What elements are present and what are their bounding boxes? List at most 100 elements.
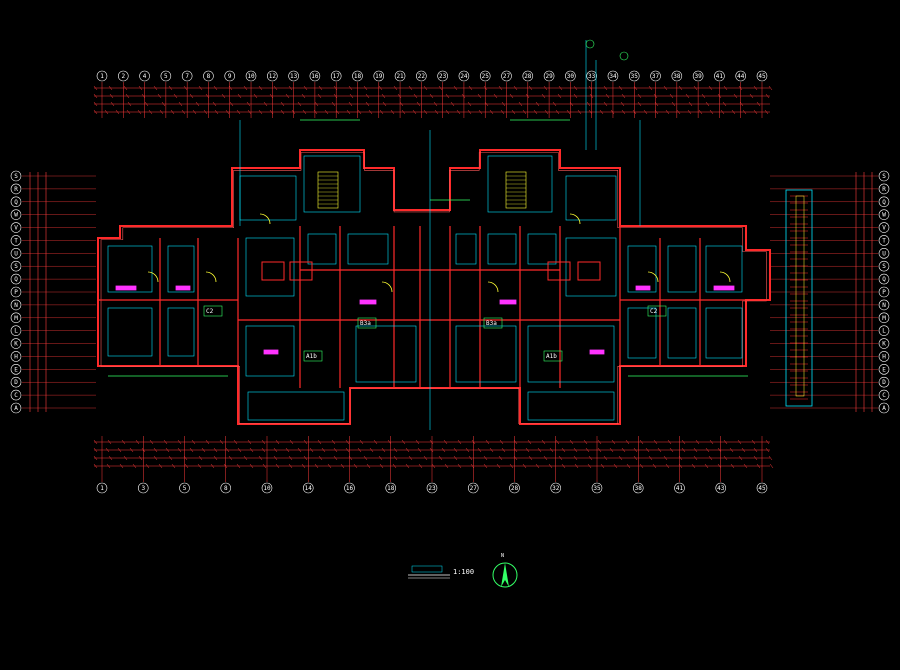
dimension-tick xyxy=(729,447,734,453)
dimension-tick xyxy=(681,439,686,445)
dimension-tick xyxy=(522,109,527,115)
unit-tag-frame xyxy=(647,305,667,317)
dimension-tick xyxy=(365,101,370,107)
dimension-tick xyxy=(443,439,448,445)
grid-left-bubble: M xyxy=(10,312,22,324)
dimension-tick xyxy=(302,109,307,115)
dimension-tick xyxy=(489,447,494,453)
dimension-tick xyxy=(313,109,318,115)
dimension-tick xyxy=(261,447,266,453)
dimension-tick xyxy=(153,455,158,461)
room-outline xyxy=(355,325,417,383)
drawing-title-block: 1:100 xyxy=(408,565,474,579)
dimension-tick xyxy=(149,439,154,445)
dimension-tick xyxy=(225,109,230,115)
grid-bottom-bubble: 18 xyxy=(385,482,397,494)
grid-right-label: K xyxy=(882,341,886,348)
grid-left-circle xyxy=(10,325,22,336)
dimension-tick xyxy=(353,463,358,469)
grid-bottom-label: 23 xyxy=(428,485,436,492)
dimension-tick xyxy=(412,109,417,115)
dimension-tick xyxy=(603,101,608,107)
dimension-tick xyxy=(170,109,175,115)
dimension-tick xyxy=(369,447,374,453)
grid-left-circle xyxy=(10,376,22,388)
dimension-tick xyxy=(643,109,648,115)
dimension-tick xyxy=(203,109,208,115)
dimension-tick xyxy=(93,463,98,469)
dimension-tick xyxy=(618,85,623,91)
door-swing-arc xyxy=(259,213,271,225)
dimension-tick xyxy=(588,109,593,115)
dimension-tick xyxy=(393,455,398,461)
grid-right-label: C xyxy=(882,392,886,399)
dimension-tick xyxy=(620,101,625,107)
dimension-tick xyxy=(273,455,278,461)
dimension-tick xyxy=(210,463,215,469)
dimension-tick xyxy=(610,109,615,115)
dimension-tick xyxy=(197,463,202,469)
grid-top-label: 37 xyxy=(652,73,660,80)
dimension-tick xyxy=(665,463,670,469)
grid-bottom-circle xyxy=(715,482,727,494)
dimension-tick xyxy=(501,101,506,107)
dimension-tick xyxy=(484,101,489,107)
grid-top-label: 18 xyxy=(354,73,362,80)
dimension-tick xyxy=(708,85,713,91)
grid-top-bubble: 5 xyxy=(160,70,172,82)
grid-top-circle xyxy=(543,70,555,82)
room-outline xyxy=(303,155,361,213)
grid-bottom-bubble: 16 xyxy=(344,482,355,494)
grid-top-label: 23 xyxy=(439,73,447,80)
unit-tag-label: A1b xyxy=(306,353,317,360)
dimension-tick xyxy=(574,463,579,469)
grid-left-circle xyxy=(10,364,22,375)
grid-bottom-label: 16 xyxy=(346,485,354,492)
dimension-tick xyxy=(335,109,340,115)
dimension-tick xyxy=(291,109,296,115)
grid-top-circle xyxy=(245,70,257,82)
dimension-tick xyxy=(246,101,251,107)
dimension-tick xyxy=(653,439,658,445)
grid-top-circle xyxy=(181,70,193,82)
grid-top-bubble: 8 xyxy=(203,70,214,82)
grid-top-bubble: 13 xyxy=(288,70,299,82)
dimension-tick xyxy=(301,463,306,469)
dimension-tick xyxy=(528,85,533,91)
dimension-tick xyxy=(688,101,693,107)
dimension-tick xyxy=(399,101,404,107)
dimension-tick xyxy=(733,93,738,99)
dimension-tick xyxy=(555,439,560,445)
dimension-tick xyxy=(717,447,722,453)
grid-left-label: W xyxy=(14,212,18,219)
dimension-tick xyxy=(681,447,686,453)
dimension-tick xyxy=(333,447,338,453)
grid-left-bubble: A xyxy=(10,402,22,414)
dimension-tick xyxy=(214,109,219,115)
dimension-tick xyxy=(378,455,383,461)
dimension-tick xyxy=(327,463,332,469)
grid-right-circle xyxy=(878,338,890,349)
grid-top-label: 1 xyxy=(100,73,104,80)
dimension-tick xyxy=(633,447,638,453)
grid-bottom-label: 27 xyxy=(470,485,478,492)
dimension-tick xyxy=(500,109,505,115)
dimension-tick xyxy=(104,109,109,115)
dimension-tick xyxy=(390,109,395,115)
grid-top-circle xyxy=(522,70,534,82)
grid-right-circle xyxy=(878,364,890,375)
grid-right-bubble: S xyxy=(878,260,890,272)
grid-right-bubble: S xyxy=(878,170,890,182)
grid-top-bubble: 41 xyxy=(714,70,725,82)
room-outline xyxy=(455,325,517,383)
grid-left-label: N xyxy=(14,302,18,309)
door-swing-arc xyxy=(205,271,217,283)
grid-top-bubble: 16 xyxy=(309,70,321,82)
door-window-mark xyxy=(713,285,735,291)
dimension-tick xyxy=(433,101,438,107)
grid-right-label: U xyxy=(882,250,886,257)
unit-tag: C2 xyxy=(203,305,223,317)
